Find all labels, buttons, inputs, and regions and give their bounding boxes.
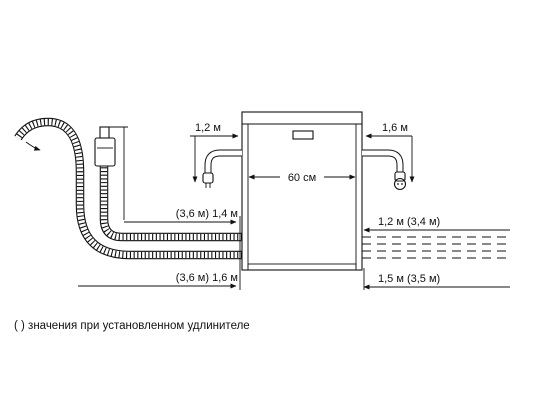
hose-dimension-lower: (3,6 м) 1,6 м (78, 272, 238, 289)
right-lower-label: 1,5 м (3,5 м) (378, 273, 440, 285)
power-cord-left: 1,2 м (190, 122, 242, 188)
left-cord-length: 1,2 м (195, 122, 221, 134)
aquastop-valve-icon (94, 137, 116, 167)
dishwasher-outline (241, 111, 363, 271)
inlet-hose (94, 126, 242, 242)
plug-icon (202, 172, 214, 184)
footnote: ( ) значения при установленном удлинител… (14, 320, 250, 332)
power-cord-right: 1,6 м (362, 122, 415, 191)
drain-hose-outer (14, 117, 242, 260)
extension-lines (362, 236, 512, 259)
hose-dimension-upper: (3,6 м) 1,4 м (124, 208, 241, 290)
right-dimension-upper: 1,2 м (3,4 м) (363, 216, 510, 233)
hose-lower-label: (3,6 м) 1,6 м (176, 272, 238, 284)
socket-icon (393, 177, 407, 191)
hose-upper-label: (3,6 м) 1,4 м (176, 208, 238, 220)
right-cord-length: 1,6 м (382, 122, 408, 134)
right-dimension-lower: 1,5 м (3,5 м) (363, 268, 510, 290)
right-upper-label: 1,2 м (3,4 м) (378, 216, 440, 228)
width-dimension: 60 см (248, 172, 356, 184)
width-label: 60 см (288, 172, 316, 184)
